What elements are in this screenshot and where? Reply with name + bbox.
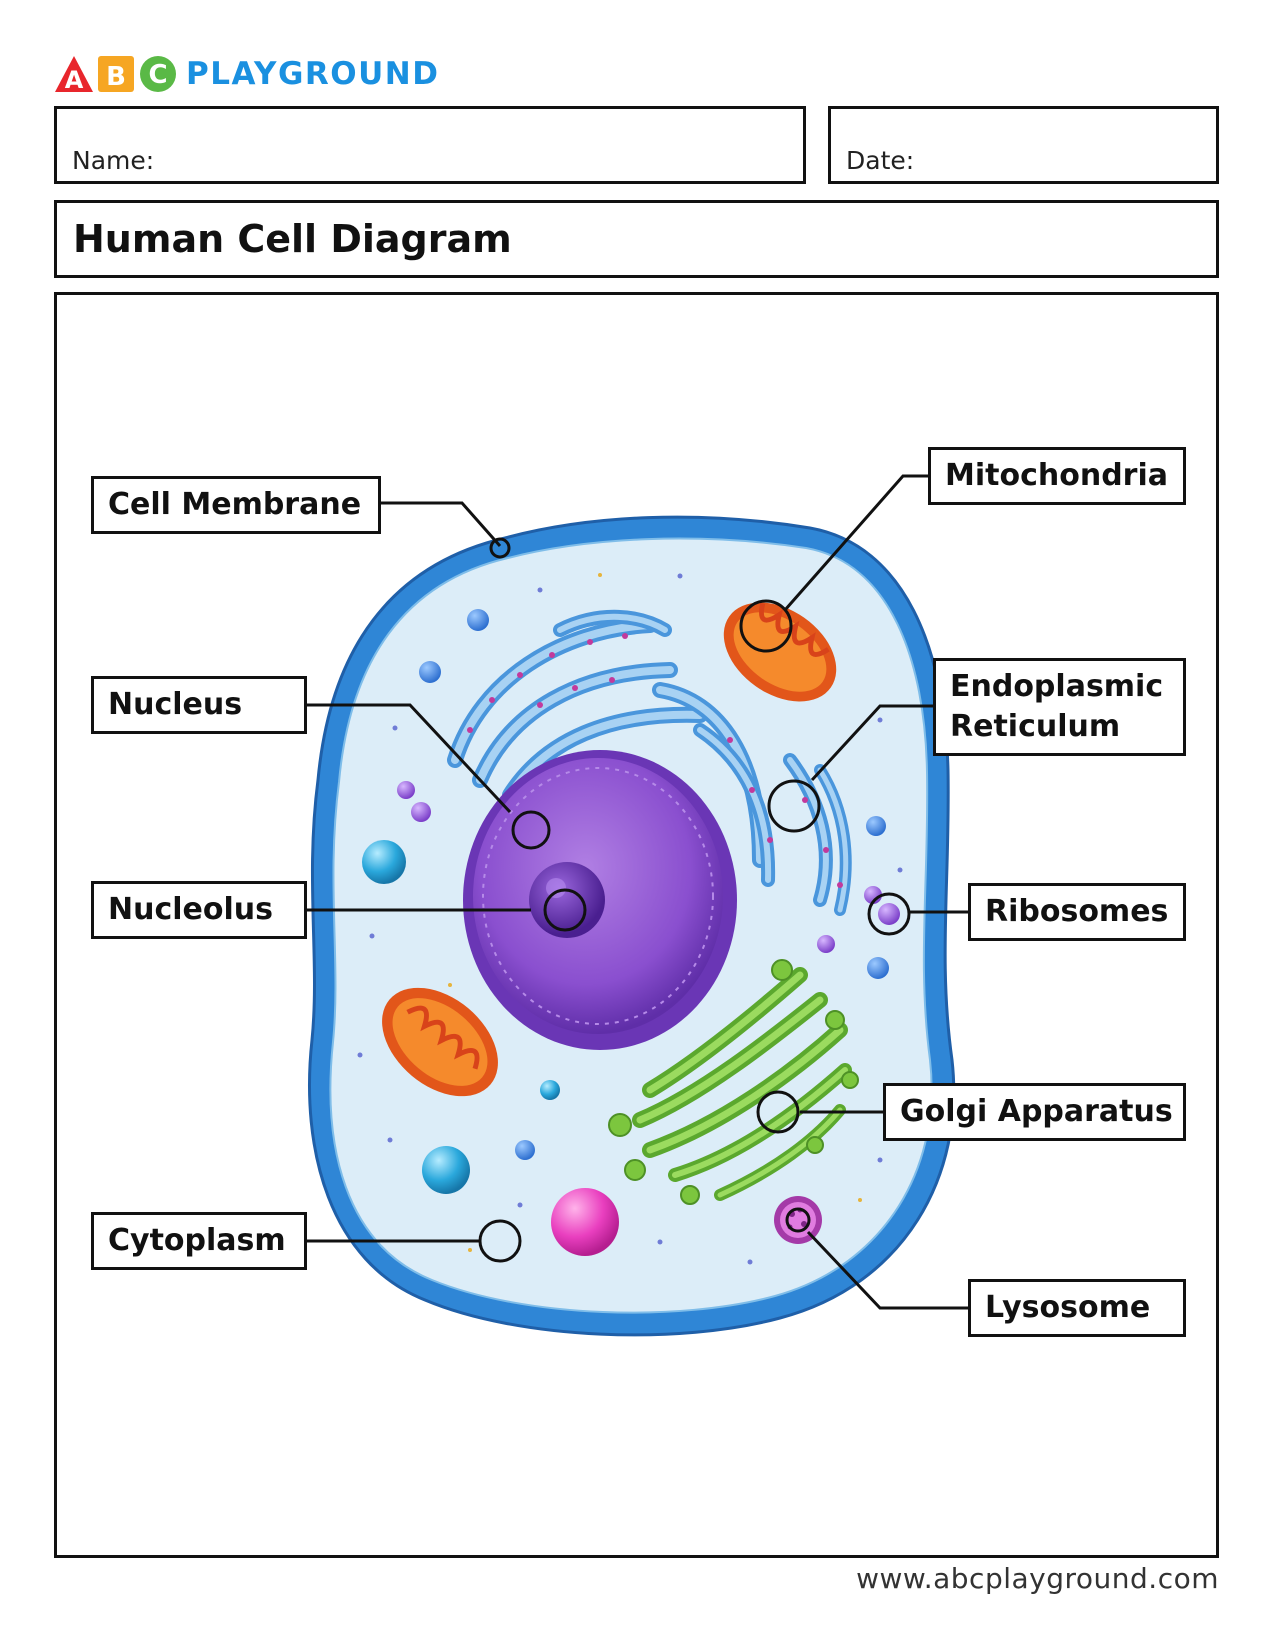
label-endoplasmic-reticulum: Endoplasmic Reticulum — [933, 658, 1186, 756]
er-ribosome-dots — [467, 633, 843, 888]
cytoplasm-specks — [357, 573, 903, 1265]
label-mitochondria: Mitochondria — [928, 447, 1186, 505]
lysosome — [774, 1196, 822, 1244]
mitochondrion-bottom — [382, 987, 498, 1097]
date-field[interactable]: Date: — [828, 106, 1219, 184]
label-cell-membrane: Cell Membrane — [91, 476, 381, 534]
label-nucleus: Nucleus — [91, 676, 307, 734]
logo-letter-c: C — [138, 54, 178, 94]
label-nucleolus: Nucleolus — [91, 881, 307, 939]
date-label: Date: — [846, 146, 915, 175]
label-golgi-apparatus: Golgi Apparatus — [883, 1083, 1186, 1141]
logo-letter-a: A — [54, 54, 94, 94]
golgi-vesicles — [608, 959, 859, 1205]
svg-text:C: C — [148, 60, 167, 90]
footer-url[interactable]: www.abcplayground.com — [856, 1562, 1219, 1595]
ribosomes — [397, 781, 900, 953]
golgi-apparatus — [632, 967, 852, 1201]
logo-wordmark: PLAYGROUND — [186, 56, 440, 92]
nucleolus — [529, 862, 605, 938]
leader-lines — [305, 474, 968, 1310]
title-bar: Human Cell Diagram — [54, 200, 1219, 278]
svg-text:A: A — [65, 66, 84, 94]
name-label: Name: — [72, 146, 155, 175]
label-lysosome: Lysosome — [968, 1279, 1186, 1337]
logo-letter-b: B — [96, 54, 136, 94]
label-cytoplasm: Cytoplasm — [91, 1212, 307, 1270]
vesicles — [362, 609, 889, 1256]
name-field[interactable]: Name: — [54, 106, 806, 184]
label-ribosomes: Ribosomes — [968, 883, 1186, 941]
abc-playground-logo: A B C PLAYGROUND — [54, 54, 439, 94]
svg-text:B: B — [106, 62, 126, 92]
page-title: Human Cell Diagram — [73, 217, 512, 261]
mitochondrion-top — [723, 602, 837, 702]
